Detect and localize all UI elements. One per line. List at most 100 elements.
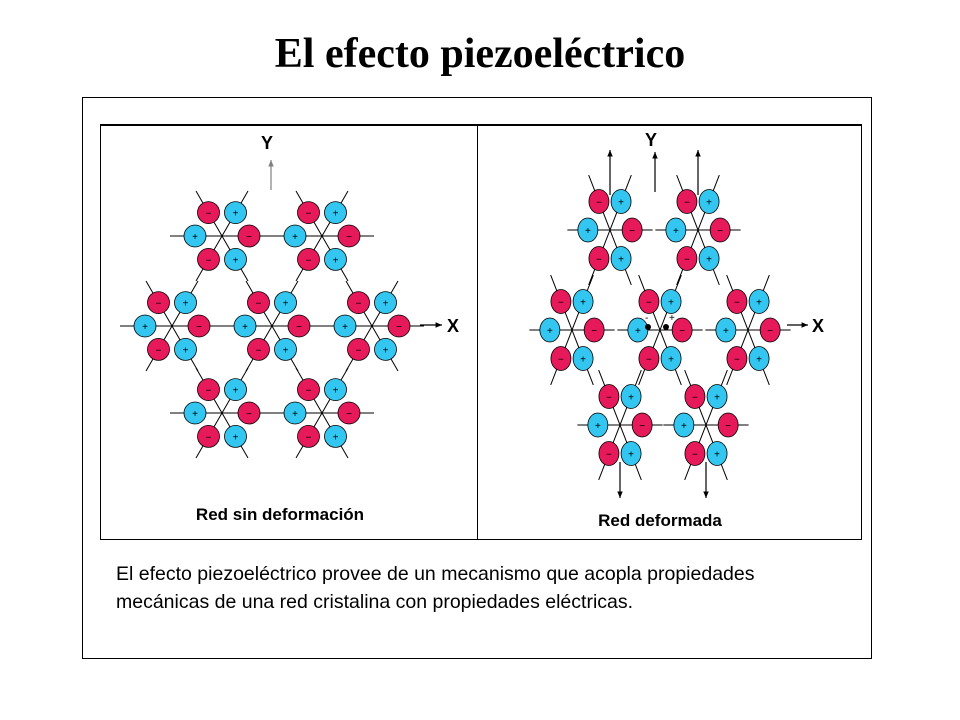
negative-sign: − bbox=[156, 345, 162, 356]
negative-ion bbox=[187, 314, 211, 338]
positive-ion bbox=[627, 317, 649, 343]
negative-ion bbox=[287, 314, 311, 338]
negative-sign: − bbox=[206, 432, 212, 443]
page-title: El efecto piezoeléctrico bbox=[274, 31, 686, 77]
negative-ion bbox=[726, 289, 748, 314]
positive-ion bbox=[698, 189, 720, 214]
tension-down-arrow-2-head bbox=[703, 491, 709, 498]
negative-sign: − bbox=[246, 409, 252, 420]
negative-ion bbox=[588, 246, 610, 271]
negative-sign: − bbox=[206, 255, 212, 266]
negative-ion bbox=[197, 424, 220, 448]
negative-sign: − bbox=[306, 255, 312, 266]
positive-ion bbox=[620, 441, 642, 466]
positive-sign: + bbox=[292, 409, 298, 420]
negative-ion bbox=[717, 412, 739, 438]
dipole-plus-sign: + bbox=[669, 313, 675, 324]
negative-sign: − bbox=[725, 421, 731, 432]
negative-sign: − bbox=[246, 232, 252, 243]
positive-ion bbox=[665, 217, 687, 243]
panel-deformed bbox=[478, 124, 862, 540]
positive-ion bbox=[224, 201, 247, 225]
right-axis-x-label: X bbox=[812, 316, 825, 336]
negative-ion bbox=[147, 337, 170, 361]
negative-ion bbox=[598, 384, 620, 409]
dipole-dot-left bbox=[645, 324, 651, 330]
positive-sign: + bbox=[595, 421, 601, 432]
positive-sign: + bbox=[714, 450, 720, 461]
negative-sign: − bbox=[356, 299, 362, 310]
positive-ion bbox=[183, 401, 207, 425]
panel-top-border bbox=[100, 124, 862, 126]
tension-down-arrow-1-head bbox=[617, 491, 623, 498]
positive-sign: + bbox=[580, 297, 586, 308]
positive-ion bbox=[706, 384, 728, 409]
positive-ion bbox=[324, 201, 347, 225]
negative-sign: − bbox=[767, 326, 773, 337]
negative-ion bbox=[631, 412, 653, 438]
positive-sign: + bbox=[383, 345, 389, 356]
negative-sign: − bbox=[558, 297, 564, 308]
description-text: El efecto piezoeléctrico provee de un me… bbox=[116, 563, 755, 613]
positive-ion bbox=[577, 217, 599, 243]
left-axis-x-label: X bbox=[447, 316, 460, 336]
positive-sign: + bbox=[580, 355, 586, 366]
positive-ion bbox=[174, 291, 197, 315]
positive-sign: + bbox=[635, 326, 641, 337]
negative-ion bbox=[638, 346, 660, 371]
negative-sign: − bbox=[346, 409, 352, 420]
negative-sign: − bbox=[306, 432, 312, 443]
positive-ion bbox=[274, 291, 297, 315]
negative-sign: − bbox=[692, 392, 698, 403]
positive-sign: + bbox=[756, 297, 762, 308]
positive-sign: + bbox=[618, 255, 624, 266]
positive-sign: + bbox=[714, 392, 720, 403]
positive-sign: + bbox=[342, 322, 348, 333]
positive-sign: + bbox=[706, 255, 712, 266]
negative-ion bbox=[247, 291, 270, 315]
positive-sign: + bbox=[618, 197, 624, 208]
right-caption: Red deformada bbox=[598, 511, 722, 530]
positive-ion bbox=[706, 441, 728, 466]
dipole-minus-sign: - bbox=[645, 313, 648, 324]
negative-ion bbox=[347, 337, 370, 361]
negative-ion bbox=[671, 317, 693, 343]
positive-sign: + bbox=[585, 226, 591, 237]
negative-ion bbox=[726, 346, 748, 371]
positive-sign: + bbox=[233, 386, 239, 397]
positive-sign: + bbox=[668, 297, 674, 308]
negative-sign: − bbox=[356, 345, 362, 356]
positive-ion bbox=[183, 224, 207, 248]
undeformed-lattice: +−+−+−+−+−+−+−+−+−+−+−+−+−+−+−+−+−+−+−+−… bbox=[120, 190, 424, 459]
negative-sign: − bbox=[684, 255, 690, 266]
positive-ion bbox=[715, 317, 737, 343]
positive-sign: + bbox=[292, 232, 298, 243]
positive-ion bbox=[333, 314, 357, 338]
positive-sign: + bbox=[547, 326, 553, 337]
negative-sign: − bbox=[646, 297, 652, 308]
positive-sign: + bbox=[283, 345, 289, 356]
negative-sign: − bbox=[156, 299, 162, 310]
negative-sign: − bbox=[346, 232, 352, 243]
positive-sign: + bbox=[673, 226, 679, 237]
positive-sign: + bbox=[333, 432, 339, 443]
negative-ion bbox=[550, 346, 572, 371]
negative-ion bbox=[588, 189, 610, 214]
negative-sign: − bbox=[684, 197, 690, 208]
positive-ion bbox=[698, 246, 720, 271]
left-axis-y-label: Y bbox=[261, 133, 274, 153]
deformed-lattice: +−+−+−+−+−+−+−+−+−+−+−+−+−+−+−+−+−+−+−+−… bbox=[529, 174, 791, 481]
positive-ion bbox=[374, 337, 397, 361]
negative-ion bbox=[237, 224, 261, 248]
negative-ion bbox=[237, 401, 261, 425]
right-x-arrow-head bbox=[801, 322, 808, 328]
negative-sign: − bbox=[306, 386, 312, 397]
positive-sign: + bbox=[333, 386, 339, 397]
positive-sign: + bbox=[706, 197, 712, 208]
positive-ion bbox=[133, 314, 157, 338]
negative-sign: − bbox=[639, 421, 645, 432]
positive-sign: + bbox=[142, 322, 148, 333]
left-y-arrow-head bbox=[268, 160, 274, 167]
panel-undeformed bbox=[100, 124, 478, 540]
